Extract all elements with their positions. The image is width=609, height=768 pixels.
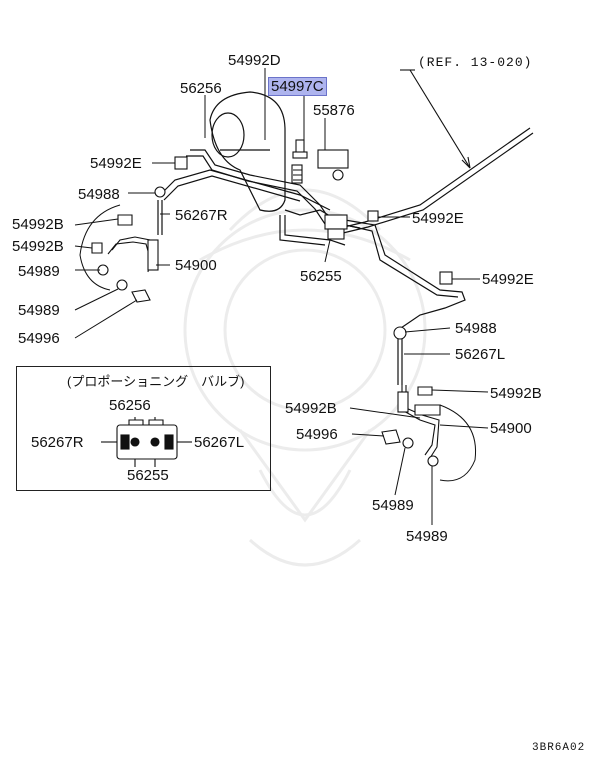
inset-valve-drawing [101,417,192,467]
label-54997c[interactable]: 54997C [268,77,327,96]
label-54992b-mid[interactable]: 54992B [285,400,337,417]
label-54996-left[interactable]: 54996 [18,330,60,347]
label-56255-top[interactable]: 56255 [300,268,342,285]
label-54989-d[interactable]: 54989 [406,528,448,545]
label-56256-top[interactable]: 56256 [180,80,222,97]
label-54988-right[interactable]: 54988 [455,320,497,337]
label-54989-c[interactable]: 54989 [372,497,414,514]
label-54900-right[interactable]: 54900 [490,420,532,437]
brake-lines [157,127,534,385]
label-56267l[interactable]: 56267L [455,346,506,363]
inset-label-56256[interactable]: 56256 [109,397,151,414]
label-54992e-left[interactable]: 54992E [90,155,142,172]
label-55876[interactable]: 55876 [313,102,355,119]
reference-label: (REF. 13-020) [418,55,533,70]
inset-label-56267r[interactable]: 56267R [31,434,84,451]
label-54989-b[interactable]: 54989 [18,302,60,319]
brake-booster [209,91,286,212]
leader-lines [74,68,489,525]
proportioning-valve [317,149,349,240]
proportioning-valve-inset: (プロポーショニング バルブ) 56256 56267R 56267L 5625… [16,366,271,491]
label-54989-a[interactable]: 54989 [18,263,60,280]
label-54992e-mid[interactable]: 54992E [412,210,464,227]
inset-title: (プロポーショニング バルブ) [67,374,245,389]
left-hose [91,186,166,303]
left-wheel-arc [79,204,121,291]
label-54992b-b[interactable]: 54992B [12,238,64,255]
label-56267r[interactable]: 56267R [175,207,228,224]
bolt-54997c [291,139,308,184]
reference-leader [400,69,471,169]
diagram-code: 3BR6A02 [532,742,586,754]
inset-label-56255[interactable]: 56255 [127,467,169,484]
inset-label-56267l[interactable]: 56267L [194,434,245,451]
label-54992b-a[interactable]: 54992B [12,216,64,233]
label-54900-left[interactable]: 54900 [175,257,217,274]
label-54996-right[interactable]: 54996 [296,426,338,443]
label-54992b-right[interactable]: 54992B [490,385,542,402]
label-54992d[interactable]: 54992D [228,52,281,69]
right-wheel-disc [439,404,477,482]
label-54992e-right[interactable]: 54992E [482,271,534,288]
label-54988-left[interactable]: 54988 [78,186,120,203]
right-hose [381,326,441,467]
